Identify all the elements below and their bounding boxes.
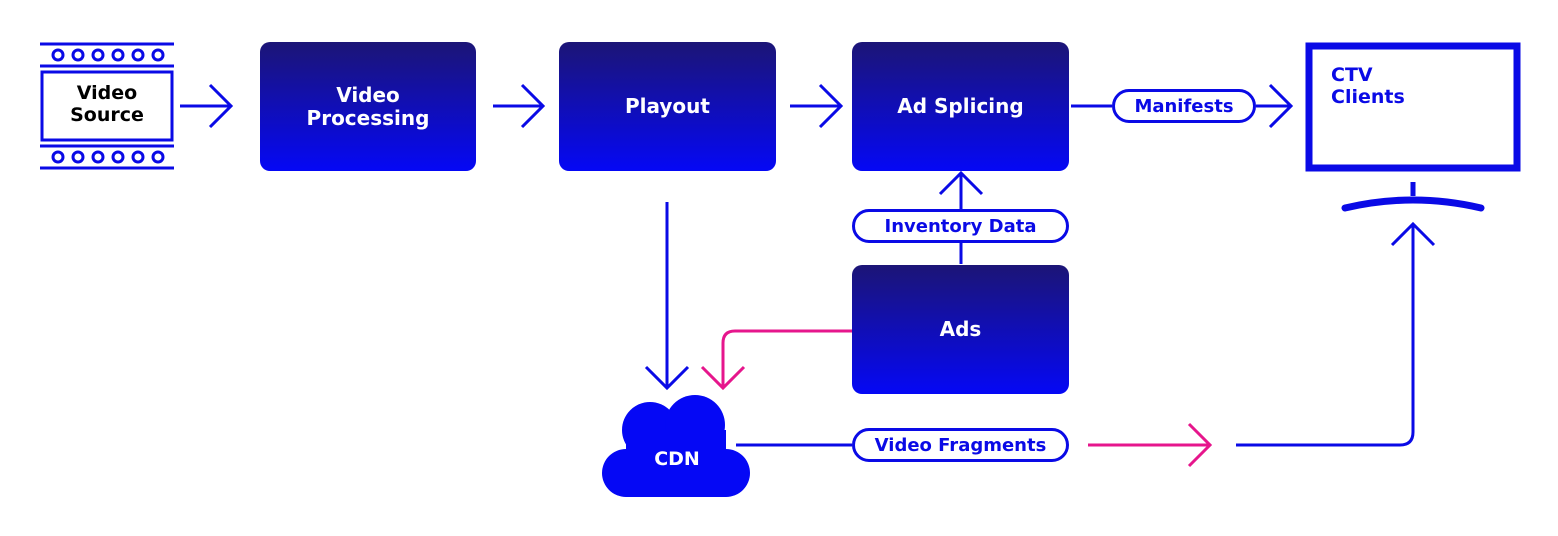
arrow-head	[208, 83, 234, 129]
arrow-head	[1268, 83, 1294, 129]
video-processing-box: Video Processing	[260, 42, 476, 171]
arrow-head	[644, 365, 690, 391]
ctv-clients-label: CTV Clients	[1331, 64, 1405, 108]
ad-splicing-box: Ad Splicing	[852, 42, 1069, 171]
arrow-ads-to-cdn	[721, 329, 852, 388]
inventory-data-pill: Inventory Data	[852, 209, 1069, 243]
ad-splicing-label: Ad Splicing	[897, 94, 1024, 118]
arrow-head	[700, 365, 746, 391]
video-processing-label: Video Processing	[306, 82, 430, 130]
arrow-fragments-to-ctv	[1236, 224, 1415, 447]
ads-label: Ads	[939, 317, 982, 341]
arrow-head	[520, 83, 546, 129]
tv-icon	[1305, 42, 1521, 212]
ads-box: Ads	[852, 265, 1069, 394]
connectors	[180, 83, 1436, 447]
arrow-head	[1390, 221, 1436, 247]
arrow-head	[1187, 422, 1213, 468]
playout-label: Playout	[625, 94, 710, 118]
manifests-pill: Manifests	[1112, 89, 1256, 123]
arrow-head	[938, 170, 984, 196]
video-fragments-pill: Video Fragments	[852, 428, 1069, 462]
playout-box: Playout	[559, 42, 776, 171]
cloud-icon	[602, 395, 750, 497]
video-source-label: Video Source	[70, 82, 144, 126]
film-strip-icon	[40, 42, 174, 170]
arrow-head	[818, 83, 844, 129]
ad-connectors	[700, 329, 1213, 468]
cdn-label: CDN	[654, 448, 700, 470]
